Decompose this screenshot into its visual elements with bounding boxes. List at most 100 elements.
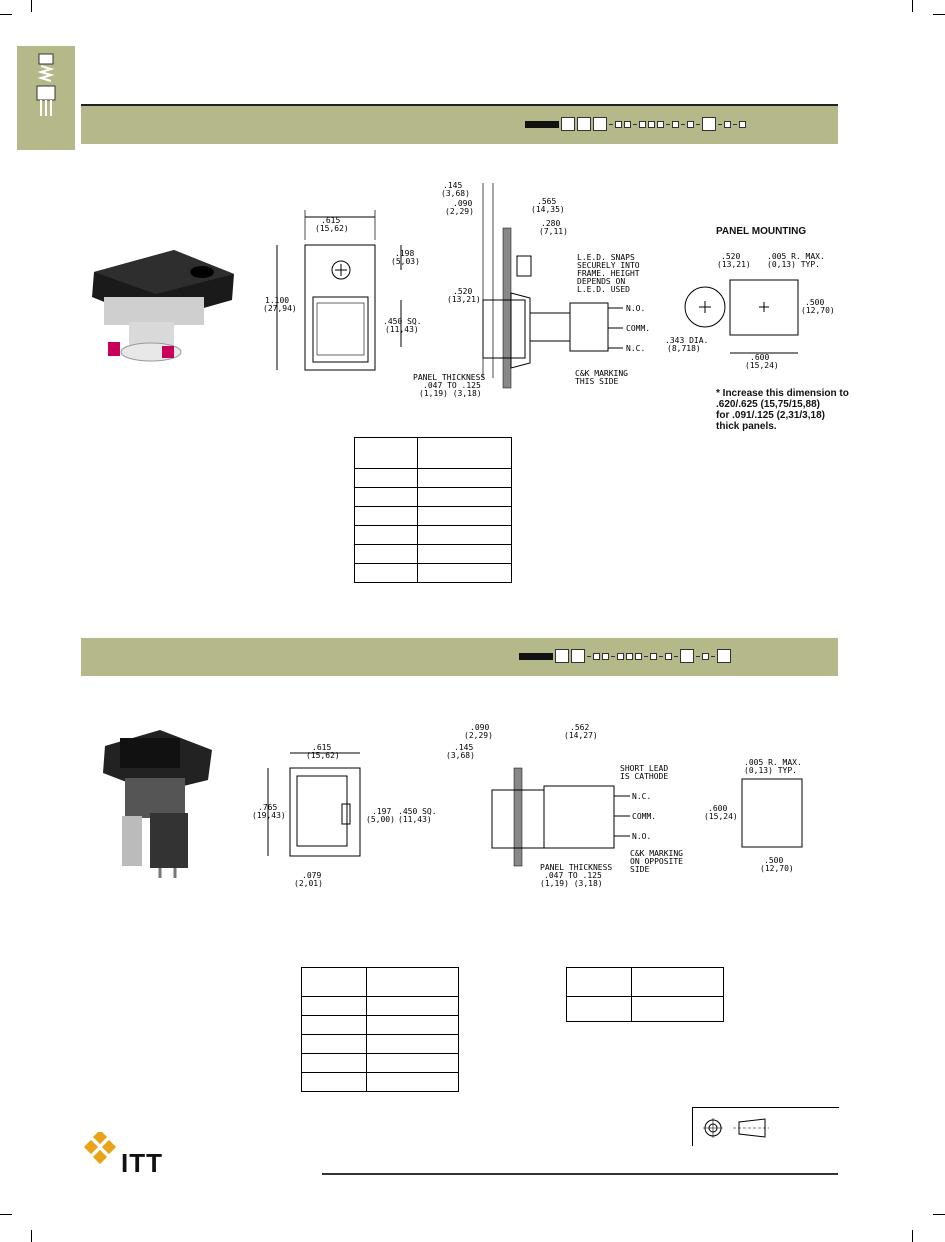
part-number-code bbox=[525, 116, 746, 132]
panel-thickness-note: * Increase this dimension to .620/.625 (… bbox=[716, 388, 849, 432]
svg-text:.565: .565 bbox=[537, 197, 556, 206]
svg-text:(13,21): (13,21) bbox=[717, 260, 751, 269]
crop-mark bbox=[31, 0, 32, 12]
svg-text:.090: .090 bbox=[453, 199, 472, 208]
svg-text:.600: .600 bbox=[750, 353, 769, 362]
svg-text:.600: .600 bbox=[708, 804, 727, 813]
dim-height-mm: (27,94) bbox=[263, 304, 297, 313]
svg-text:.765: .765 bbox=[258, 803, 277, 812]
panel-mounting-title: PANEL MOUNTING bbox=[716, 226, 807, 237]
crop-mark bbox=[933, 1214, 945, 1215]
svg-text:THIS SIDE: THIS SIDE bbox=[575, 377, 619, 386]
svg-text:(15,62): (15,62) bbox=[306, 751, 340, 760]
crop-mark bbox=[0, 1214, 12, 1215]
svg-text:N.O.: N.O. bbox=[626, 304, 645, 313]
spec-table bbox=[354, 437, 512, 583]
dim-width: .615 bbox=[321, 216, 340, 225]
section-tab bbox=[17, 46, 75, 150]
series-header-band bbox=[81, 638, 838, 676]
svg-text:(15,24): (15,24) bbox=[704, 812, 738, 821]
svg-text:C&K MARKING: C&K MARKING bbox=[575, 369, 628, 378]
svg-text:(2,29): (2,29) bbox=[445, 207, 474, 216]
svg-text:(3,68): (3,68) bbox=[446, 751, 475, 760]
svg-text:.145: .145 bbox=[454, 743, 473, 752]
dim-height: 1.100 bbox=[265, 296, 289, 305]
panel-mounting-drawing: .520 (13,21) .005 R. MAX. (0,13) TYP. .5… bbox=[665, 252, 835, 370]
svg-text:(14,35): (14,35) bbox=[531, 205, 565, 214]
svg-text:.005 R. MAX.: .005 R. MAX. bbox=[744, 758, 802, 767]
projection-symbol-box bbox=[692, 1107, 839, 1146]
dim-window: .450 SQ. bbox=[383, 317, 422, 326]
svg-text:N.C.: N.C. bbox=[626, 344, 645, 353]
svg-text:IS CATHODE: IS CATHODE bbox=[620, 772, 668, 781]
series-header-band bbox=[81, 104, 838, 144]
svg-text:(12,70): (12,70) bbox=[760, 864, 794, 873]
svg-text:(2,29): (2,29) bbox=[464, 731, 493, 740]
crop-mark bbox=[912, 0, 913, 12]
crop-mark bbox=[912, 1230, 913, 1242]
svg-text:L.E.D. SNAPS: L.E.D. SNAPS bbox=[577, 253, 635, 262]
svg-text:.500: .500 bbox=[764, 856, 783, 865]
svg-text:(5,00): (5,00) bbox=[366, 815, 395, 824]
svg-text:.005 R. MAX.: .005 R. MAX. bbox=[767, 252, 825, 261]
svg-text:.615: .615 bbox=[312, 743, 331, 752]
pushbutton-switch-icon bbox=[36, 53, 56, 116]
itt-logo-icon bbox=[83, 1132, 117, 1165]
svg-text:(12,70): (12,70) bbox=[801, 306, 835, 315]
svg-text:.079: .079 bbox=[302, 871, 321, 880]
third-angle-projection-icon bbox=[703, 1118, 769, 1138]
svg-text:SECURELY INTO: SECURELY INTO bbox=[577, 261, 640, 270]
svg-text:ON OPPOSITE: ON OPPOSITE bbox=[630, 857, 683, 866]
switch-photo-2 bbox=[103, 730, 212, 878]
crop-mark bbox=[933, 14, 945, 15]
svg-text:(2,01): (2,01) bbox=[294, 879, 323, 888]
svg-text:(11,43): (11,43) bbox=[398, 815, 432, 824]
svg-text:COMM.: COMM. bbox=[626, 324, 650, 333]
panel-cutout-drawing-2: .005 R. MAX. (0,13) TYP. .600 (15,24) .5… bbox=[704, 758, 803, 873]
spec-table-3 bbox=[566, 967, 724, 1022]
dim-window-mm: (11,43) bbox=[385, 325, 419, 334]
svg-text:PANEL THICKNESS: PANEL THICKNESS bbox=[540, 863, 612, 872]
switch-photo bbox=[92, 250, 234, 362]
svg-text:C&K MARKING: C&K MARKING bbox=[630, 849, 683, 858]
svg-text:(1,19) (3,18): (1,19) (3,18) bbox=[419, 389, 482, 398]
svg-text:(19,43): (19,43) bbox=[252, 811, 286, 820]
svg-text:(0,13) TYP.: (0,13) TYP. bbox=[744, 766, 797, 775]
svg-text:(1,19) (3,18): (1,19) (3,18) bbox=[540, 879, 603, 888]
svg-text:(15,24): (15,24) bbox=[745, 361, 779, 370]
svg-text:.520: .520 bbox=[453, 287, 472, 296]
svg-text:.450 SQ.: .450 SQ. bbox=[398, 807, 437, 816]
svg-text:DEPENDS ON: DEPENDS ON bbox=[577, 277, 625, 286]
svg-text:PANEL THICKNESS: PANEL THICKNESS bbox=[413, 373, 485, 382]
dim-led: .198 bbox=[395, 249, 414, 258]
svg-text:.047 TO .125: .047 TO .125 bbox=[544, 871, 602, 880]
front-view-drawing-2: .615 (15,62) .765 (19,43) .197 (5,00) .4… bbox=[252, 743, 437, 888]
spec-table-2 bbox=[301, 967, 459, 1092]
svg-text:N.O.: N.O. bbox=[632, 832, 651, 841]
company-logo: ITT bbox=[121, 1148, 163, 1178]
svg-text:.280: .280 bbox=[541, 219, 560, 228]
svg-text:(8,718): (8,718) bbox=[667, 344, 701, 353]
svg-text:(14,27): (14,27) bbox=[564, 731, 598, 740]
svg-text:(7,11): (7,11) bbox=[539, 227, 568, 236]
svg-text:.343 DIA.: .343 DIA. bbox=[665, 336, 708, 345]
svg-text:N.C.: N.C. bbox=[632, 792, 651, 801]
svg-text:.047 TO .125: .047 TO .125 bbox=[423, 381, 481, 390]
svg-text:.520: .520 bbox=[721, 252, 740, 261]
crop-mark bbox=[31, 1230, 32, 1242]
svg-text:(0,13) TYP.: (0,13) TYP. bbox=[767, 260, 820, 269]
part-number-code bbox=[519, 648, 731, 664]
svg-text:.145: .145 bbox=[443, 181, 462, 190]
side-view-drawing: .145 (3,68) .090 (2,29) .565 (14,35) .28… bbox=[413, 181, 650, 398]
svg-text:.500: .500 bbox=[805, 298, 824, 307]
side-view-drawing-2: .090 (2,29) .562 (14,27) .145 (3,68) SHO… bbox=[446, 723, 683, 888]
svg-text:.090: .090 bbox=[470, 723, 489, 732]
dim-width-mm: (15,62) bbox=[315, 224, 349, 233]
svg-text:L.E.D. USED: L.E.D. USED bbox=[577, 285, 630, 294]
svg-text:FRAME. HEIGHT: FRAME. HEIGHT bbox=[577, 269, 640, 278]
svg-text:SHORT LEAD: SHORT LEAD bbox=[620, 764, 668, 773]
svg-text:.197: .197 bbox=[372, 807, 391, 816]
crop-mark bbox=[0, 14, 12, 15]
dim-led-mm: (5,03) bbox=[391, 257, 420, 266]
svg-text:COMM.: COMM. bbox=[632, 812, 656, 821]
